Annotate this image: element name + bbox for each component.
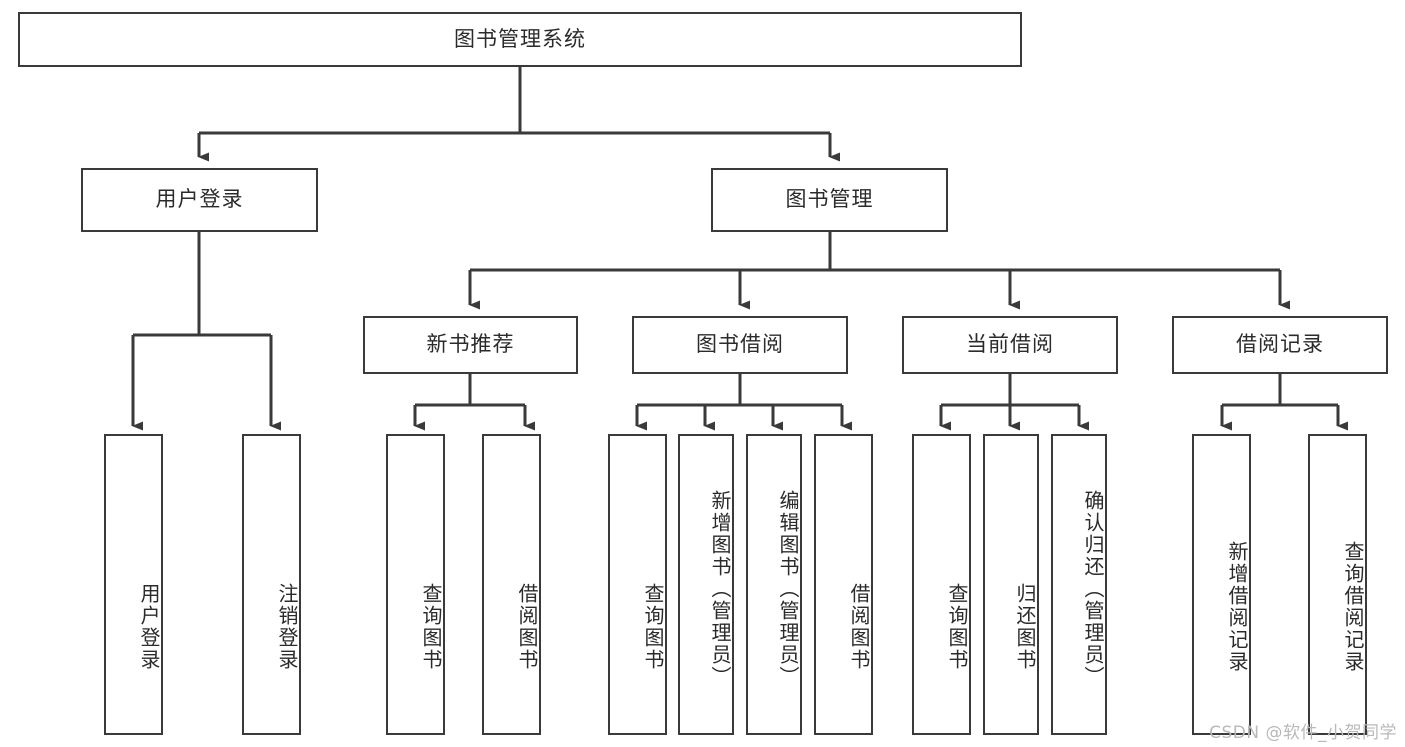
node-label: 借阅记录 bbox=[1236, 332, 1324, 357]
leaf-logout-login[interactable]: 注销登录 bbox=[242, 434, 301, 735]
node-label: 借阅图书 bbox=[847, 582, 871, 671]
node-label: 新增图书（管理员） bbox=[708, 489, 732, 688]
node-label: 借阅图书 bbox=[515, 582, 539, 671]
node-root-book-management-system[interactable]: 图书管理系统 bbox=[18, 12, 1022, 67]
leaf-borrow-book[interactable]: 借阅图书 bbox=[814, 434, 873, 735]
node-label: 归还图书 bbox=[1013, 582, 1037, 671]
leaf-query-book-current[interactable]: 查询图书 bbox=[912, 434, 971, 735]
node-label: 新书推荐 bbox=[426, 332, 515, 357]
node-borrow-record[interactable]: 借阅记录 bbox=[1172, 316, 1388, 374]
node-label: 图书管理系统 bbox=[454, 26, 586, 51]
leaf-return-book[interactable]: 归还图书 bbox=[983, 434, 1039, 735]
leaf-add-borrow-record[interactable]: 新增借阅记录 bbox=[1192, 434, 1251, 735]
node-new-book-recommend[interactable]: 新书推荐 bbox=[363, 316, 578, 374]
node-label: 确认归还（管理员） bbox=[1081, 489, 1105, 688]
node-label: 新增借阅记录 bbox=[1225, 540, 1249, 673]
node-label: 查询图书 bbox=[419, 582, 443, 671]
node-label: 图书借阅 bbox=[696, 332, 784, 357]
node-book-borrow[interactable]: 图书借阅 bbox=[632, 316, 848, 374]
node-label: 用户登录 bbox=[137, 582, 161, 671]
node-label: 用户登录 bbox=[155, 187, 244, 212]
leaf-query-borrow-record[interactable]: 查询借阅记录 bbox=[1308, 434, 1367, 735]
node-book-manage[interactable]: 图书管理 bbox=[711, 168, 948, 232]
leaf-add-book[interactable]: 新增图书（管理员） bbox=[678, 434, 734, 735]
leaf-confirm-return[interactable]: 确认归还（管理员） bbox=[1051, 434, 1107, 735]
node-label: 编辑图书（管理员） bbox=[776, 489, 800, 688]
node-label: 查询图书 bbox=[641, 582, 665, 671]
leaf-user-login[interactable]: 用户登录 bbox=[104, 434, 163, 735]
node-label: 查询借阅记录 bbox=[1341, 540, 1365, 673]
leaf-borrow-book-new-recommend[interactable]: 借阅图书 bbox=[482, 434, 541, 735]
node-label: 注销登录 bbox=[275, 582, 299, 671]
node-label: 图书管理 bbox=[785, 187, 874, 212]
node-label: 查询图书 bbox=[945, 582, 969, 671]
node-label: 当前借阅 bbox=[966, 332, 1054, 357]
leaf-query-book-borrow[interactable]: 查询图书 bbox=[608, 434, 667, 735]
node-current-borrow[interactable]: 当前借阅 bbox=[902, 316, 1118, 374]
leaf-query-book-new-recommend[interactable]: 查询图书 bbox=[386, 434, 445, 735]
node-user-login[interactable]: 用户登录 bbox=[81, 168, 318, 232]
leaf-edit-book[interactable]: 编辑图书（管理员） bbox=[746, 434, 802, 735]
